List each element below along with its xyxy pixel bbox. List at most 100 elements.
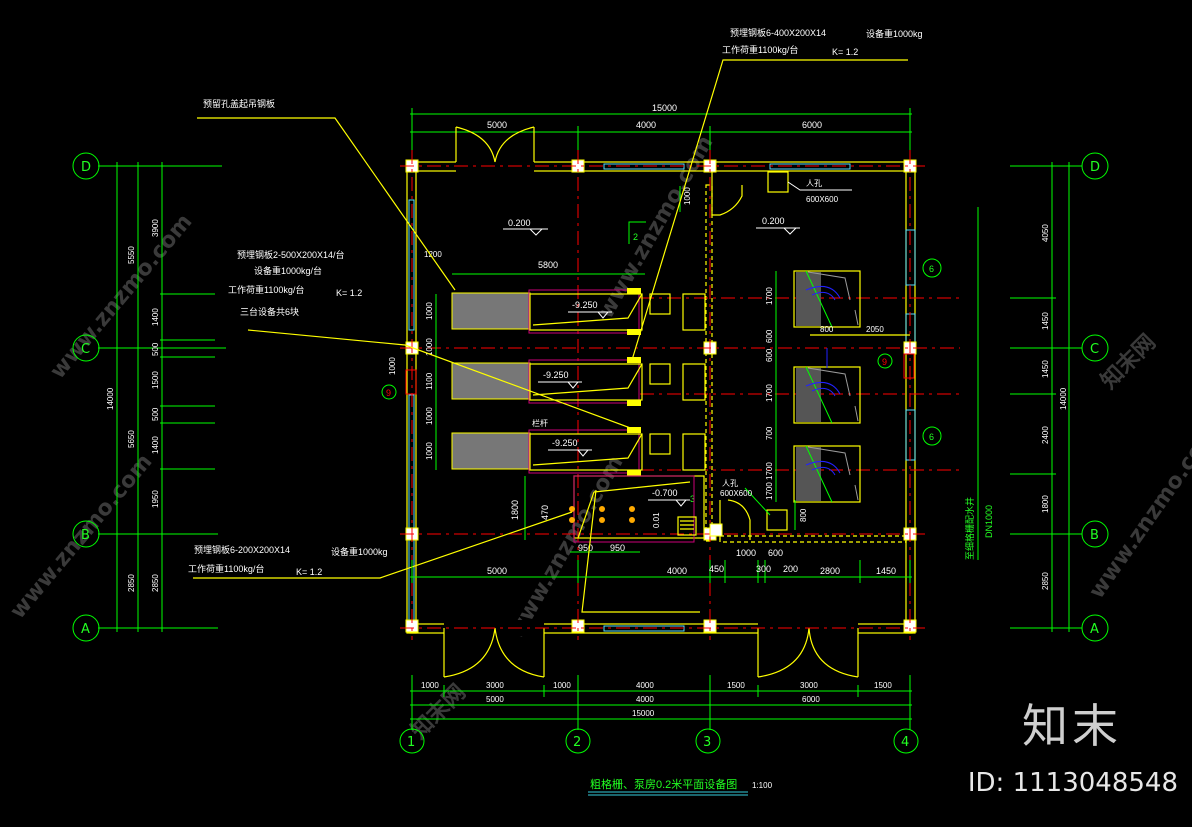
dim-right-inner: 1450 [1041,312,1050,330]
railing-label: 栏杆 [532,418,548,428]
axis-lines [400,150,960,640]
pump-3 [793,445,861,503]
anchor-points [569,506,635,523]
dim-right-total: 14000 [1059,387,1068,410]
watermark-site: www.znzmo.com [1084,420,1192,604]
dim-left-mid: 5550 [127,246,136,264]
dim-stair: 1800 [510,500,520,520]
bubble-label: 9 [386,388,391,398]
dim-pump: 1700 [765,462,774,480]
callout-bottom-left: 预埋钢板6-200X200X14 设备重1000kg 工作荷重1100kg/台 … [188,489,700,613]
dim-right-inner: 2850 [1041,572,1050,590]
dim-stair: 950 [578,543,593,553]
dim-grille-w: 1100 [425,372,434,390]
dim-stair-right: 1000 [736,548,756,558]
dim-bottom-inner: 450 [709,564,724,574]
dim-bottom-outer1: 1000 [553,681,571,690]
axis-bubble-D-right[interactable] [1081,152,1109,180]
dim-grille-gap: 1200 [424,250,442,259]
callout-text: 工作荷重1100kg/台 [228,284,304,295]
axis-bubble-4[interactable] [893,728,919,754]
dim-bottom-outer1: 1000 [421,681,439,690]
dim-stair: 950 [610,543,625,553]
dim-left-inner: 1400 [151,308,160,326]
dim-pump: 1700 [765,384,774,402]
dim-left-inner: 500 [151,342,160,356]
callout-text: 预埋钢板6-400X200X14 [730,27,826,38]
manhole-label: 人孔 [722,479,738,488]
grille-channel-1 [451,288,706,335]
dim-bottom-outer2: 4000 [636,695,654,704]
dim-left-mid: 5650 [127,430,136,448]
dim-bottom-outer1: 4000 [636,681,654,690]
axis-bubble-C-right[interactable] [1081,334,1109,362]
bubble-label: 9 [882,357,887,367]
axis-bubble-1[interactable] [399,728,425,754]
dim-left-inner: 1950 [151,490,160,508]
manhole-label: 人孔 [806,179,822,188]
elevation-markers: 0.200 0.200 -9.250 -9.250 -9.250 -0.700 [503,216,800,507]
dim-bottom-outer1: 1500 [874,681,892,690]
section-mark-2 [628,221,646,244]
dim-top-seg: 4000 [636,120,656,130]
watermark-site: www.znzmo.com [45,209,197,383]
brand-logo: 知末 [1022,699,1122,753]
elevation-stair: -0.700 [652,488,678,498]
callout-text: 预埋钢板6-200X200X14 [194,544,290,555]
manhole-top: 人孔 600X600 [767,171,852,204]
dim-left-mid: 2850 [127,574,136,592]
dim-bottom-outer1: 3000 [486,681,504,690]
dim-pump: 700 [765,426,774,440]
axis-bubble-A-right[interactable] [1081,614,1109,642]
dim-stair: 0.01 [652,512,661,528]
dimension-top: 15000 5000 4000 6000 [410,103,912,170]
brand-id: ID: 1113048548 [967,768,1178,798]
elevation-pit-1: -9.250 [572,300,598,310]
dim-top-seg: 5000 [487,120,507,130]
axis-bubbles[interactable]: 1 2 3 4 D C B A D C B A [72,152,1109,754]
grille-channel-2 [451,357,706,406]
callout-mid-left: 预埋钢板2-500X200X14/台 设备重1000kg/台 工作荷重1100k… [228,249,637,431]
dim-right-inner: 4050 [1041,224,1050,242]
axis-label-B: B [1090,528,1099,543]
dim-pump-offset: 2050 [866,325,884,334]
dim-left-inner: 3900 [151,219,160,237]
callout-text: 设备重1000kg [866,28,923,39]
axis-label-A: A [81,622,90,637]
axis-bubble-D-left[interactable] [72,152,100,180]
dim-bottom-inner: 2800 [820,566,840,576]
dim-pump: 1700 [765,287,774,305]
callout-text: K= 1.2 [296,567,322,577]
axis-bubble-A-left[interactable] [72,614,100,642]
manhole-size: 600X600 [806,195,839,204]
dim-bottom-inner: 200 [783,564,798,574]
drawing-title-block: 粗格栅、泵房0.2米平面设备图 1:100 [588,777,773,796]
dim-bottom-total: 15000 [632,709,655,718]
axis-bubble-3[interactable] [695,728,721,754]
dim-pump: 600 [765,329,774,343]
axis-bubble-B-left[interactable] [72,520,100,548]
dim-right-inner: 1450 [1041,360,1050,378]
dim-right-inner: 1800 [1041,495,1050,513]
dim-manhole: 800 [799,508,808,522]
dim-bottom-inner: 300 [756,564,771,574]
bubble-label: 6 [929,432,934,442]
dim-stair-right: 600 [768,548,783,558]
axis-bubble-B-right[interactable] [1081,520,1109,548]
drawing-scale: 1:100 [752,781,773,790]
drawing-title: 粗格栅、泵房0.2米平面设备图 [590,777,737,791]
callout-text: 预埋钢板2-500X200X14/台 [237,249,345,260]
axis-bubble-2[interactable] [565,728,591,754]
manhole-bottom: 人孔 600X600 1700 800 [720,479,808,531]
dimension-bottom: 5000 4000 450 300 200 2800 1450 1000 300… [410,560,912,725]
callout-text: 设备重1000kg/台 [254,265,322,276]
axis-bubble-C-left[interactable] [72,334,100,362]
pipe-label-line2: DN1000 [984,505,994,538]
dim-top-seg: 6000 [802,120,822,130]
dim-manhole: 1700 [765,482,774,500]
elevation-top-right: 0.200 [762,216,785,226]
dim-top-total: 15000 [652,103,677,113]
dim-door-width: 1000 [683,187,692,205]
callout-text: 设备重1000kg [331,546,388,557]
